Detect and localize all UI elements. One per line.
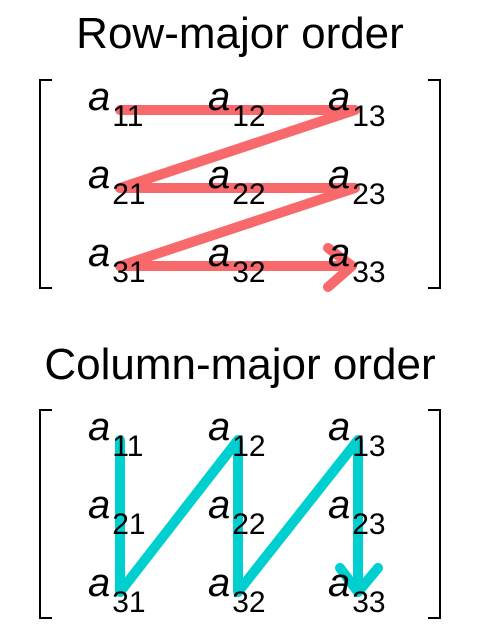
matrix-element-22: a22 bbox=[208, 153, 266, 211]
matrix-element-12: a12 bbox=[208, 75, 266, 133]
matrix-element-13: a13 bbox=[328, 405, 386, 463]
matrix-element-21: a21 bbox=[88, 153, 146, 211]
matrix-element-12: a12 bbox=[208, 405, 266, 463]
matrix-element-23: a23 bbox=[328, 153, 386, 211]
matrix-element-31: a31 bbox=[88, 231, 146, 289]
matrix-element-22: a22 bbox=[208, 483, 266, 541]
matrix-element-33: a33 bbox=[328, 231, 386, 289]
row-major-arrowhead bbox=[323, 243, 357, 292]
matrix-element-11: a11 bbox=[88, 405, 143, 463]
row-major-arrow bbox=[115, 105, 360, 292]
row-matrix-left-bracket bbox=[39, 79, 52, 289]
column-major-arrowhead bbox=[335, 563, 383, 597]
column-major-path bbox=[115, 435, 363, 597]
matrix-element-13: a13 bbox=[328, 75, 386, 133]
column-matrix-right-bracket bbox=[428, 409, 441, 619]
matrix-element-32: a32 bbox=[208, 561, 266, 619]
column-major-arrow bbox=[115, 435, 383, 597]
matrix-element-11: a11 bbox=[88, 75, 143, 133]
matrix-element-33: a33 bbox=[328, 561, 386, 619]
row-major-matrix: a11 a12 a13 a21 a22 a23 a31 a32 a33 bbox=[88, 75, 386, 289]
column-major-title: Column-major order bbox=[44, 340, 436, 389]
row-major-title: Row-major order bbox=[76, 9, 404, 58]
row-major-path bbox=[115, 105, 360, 271]
row-matrix-right-bracket bbox=[428, 79, 441, 289]
matrix-element-32: a32 bbox=[208, 231, 266, 289]
matrix-element-31: a31 bbox=[88, 561, 146, 619]
matrix-element-21: a21 bbox=[88, 483, 146, 541]
column-matrix-left-bracket bbox=[39, 409, 52, 619]
matrix-element-23: a23 bbox=[328, 483, 386, 541]
column-major-matrix: a11 a12 a13 a21 a22 a23 a31 a32 a33 bbox=[88, 405, 386, 619]
